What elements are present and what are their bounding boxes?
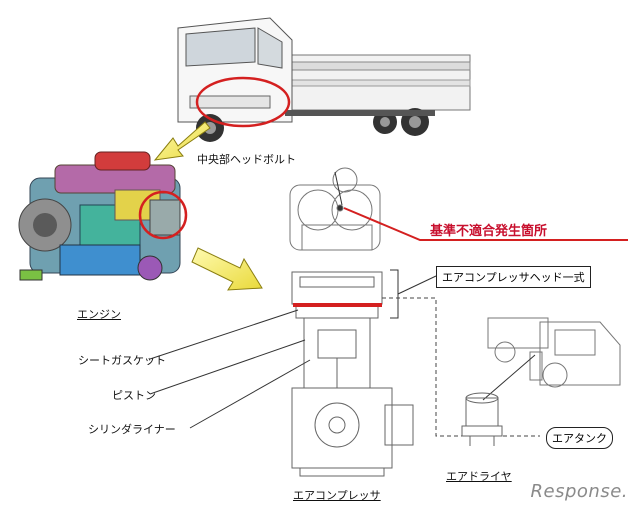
truck-illustration xyxy=(177,17,471,142)
engine-highlight-circle xyxy=(138,190,188,240)
leader-central-bolt xyxy=(334,171,343,206)
defect-leader-line xyxy=(343,207,628,241)
label-air-dryer: エアドライヤ xyxy=(446,470,512,483)
label-air-compressor: エアコンプレッサ xyxy=(293,489,381,502)
label-engine: エンジン xyxy=(77,308,121,321)
arrow-truck-to-engine xyxy=(153,121,211,161)
compressor-side-view xyxy=(291,271,414,477)
air-dryer-illustration xyxy=(461,392,503,446)
leader-seat-gasket xyxy=(149,309,299,360)
leader-cylinder-liner xyxy=(189,359,311,429)
arrow-engine-to-compressor xyxy=(191,247,263,291)
compressor-top-view xyxy=(289,167,381,251)
engine-illustration xyxy=(18,151,181,281)
truck-highlight-circle xyxy=(195,76,291,128)
label-cylinder-liner: シリンダライナー xyxy=(88,423,176,436)
label-defect-location: 基準不適合発生箇所 xyxy=(430,224,548,239)
label-central-head-bolt: 中央部ヘッドボルト xyxy=(197,153,296,166)
leader-piston xyxy=(149,339,306,395)
head-bracket xyxy=(390,269,399,319)
label-air-compressor-head-assembly: エアコンプレッサヘッド一式 xyxy=(436,266,591,288)
label-piston: ピストン xyxy=(112,389,156,402)
label-air-tank: エアタンク xyxy=(546,427,613,449)
truck-rear-illustration xyxy=(487,317,621,388)
leader-truck-to-dryer xyxy=(482,354,536,401)
leader-head-assembly xyxy=(397,275,437,295)
label-seat-gasket: シートガスケット xyxy=(78,354,166,367)
dashed-air-line xyxy=(382,297,540,437)
response-watermark: Response. xyxy=(530,481,628,502)
